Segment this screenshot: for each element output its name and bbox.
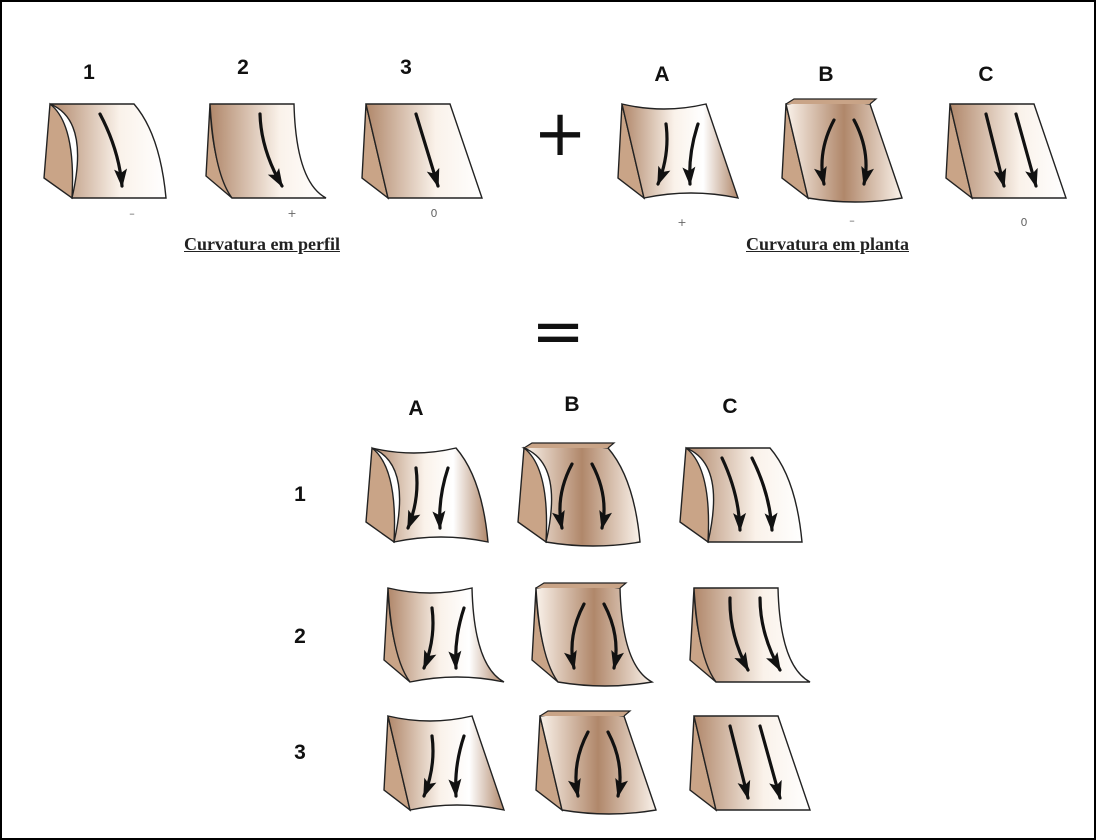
block-plan-divergent — [778, 98, 908, 208]
block-slope-surface — [209, 103, 327, 199]
flow-arrow-head — [114, 168, 128, 188]
profile-sign-2: + — [287, 207, 297, 220]
flow-arrow-head — [611, 650, 624, 670]
flow-arrow-head — [407, 509, 421, 530]
block-slope-surface — [365, 103, 483, 199]
profile-label-2: 2 — [237, 56, 249, 79]
block-slope-surface — [693, 587, 811, 683]
caption-profile-curvature: Curvatura em perfil — [184, 234, 340, 254]
block-profile-convex — [42, 98, 172, 208]
flow-arrow-head — [764, 512, 778, 532]
block-top-face — [785, 98, 878, 105]
matrix-col-label-C: C — [722, 395, 738, 418]
block-slope-surface — [49, 103, 167, 199]
flow-arrow-head — [737, 779, 751, 800]
block-slope-surface — [387, 587, 505, 683]
block-plan-convergent — [614, 98, 744, 208]
flow-arrow-head — [734, 651, 749, 672]
flow-arrow-head — [682, 166, 696, 186]
block-plan-planar — [942, 98, 1072, 208]
profile-label-1: 1 — [83, 61, 95, 84]
flow-arrow-head — [993, 167, 1007, 188]
block-slope-surface — [535, 584, 655, 687]
profile-sign-1: – — [129, 207, 135, 220]
matrix-block-1B — [516, 442, 646, 552]
matrix-block-1A — [364, 442, 494, 552]
matrix-block-2C — [686, 582, 816, 692]
profile-sign-3: 0 — [430, 207, 438, 220]
block-slope-surface — [371, 447, 489, 543]
flow-arrow-head — [657, 165, 671, 186]
flow-arrow-head — [568, 778, 581, 798]
matrix-col-label-A: A — [408, 397, 424, 420]
flow-arrow-head — [1025, 167, 1038, 188]
plan-sign-B: – — [849, 214, 855, 227]
block-slope-surface — [621, 103, 740, 199]
profile-label-3: 3 — [400, 56, 412, 79]
flow-arrow-head — [267, 168, 284, 188]
flow-arrow-head — [423, 649, 437, 670]
flow-arrow-head — [564, 650, 577, 670]
matrix-row-label-3: 3 — [294, 741, 306, 764]
block-top-face — [539, 710, 632, 717]
plan-label-A: A — [654, 63, 670, 86]
matrix-block-3B — [532, 710, 662, 820]
flow-arrow-head — [423, 777, 437, 798]
matrix-row-label-2: 2 — [294, 625, 306, 648]
flow-arrow-head — [733, 512, 747, 532]
block-profile-planar — [358, 98, 488, 208]
block-top-face — [535, 582, 628, 589]
matrix-block-3C — [686, 710, 816, 820]
plan-sign-C: 0 — [1020, 216, 1028, 229]
flow-arrow-head — [448, 650, 462, 670]
flow-arrow-head — [615, 778, 628, 798]
flow-arrow-head — [448, 778, 462, 798]
matrix-block-3A — [380, 710, 510, 820]
block-top-face — [523, 442, 616, 449]
plus-sign: + — [533, 97, 587, 171]
flow-arrow-head — [861, 166, 874, 186]
flow-arrow-head — [426, 167, 440, 188]
plan-sign-A: + — [677, 216, 687, 229]
block-slope-surface — [387, 715, 506, 811]
flow-arrow-head — [552, 510, 565, 530]
plan-label-C: C — [978, 63, 994, 86]
flow-arrow-head — [814, 166, 827, 186]
caption-plan-curvature: Curvatura em planta — [746, 234, 909, 254]
matrix-block-1C — [678, 442, 808, 552]
flow-arrow-head — [432, 510, 446, 530]
flow-arrow-head — [769, 779, 782, 800]
flow-arrow-head — [599, 510, 612, 530]
matrix-row-label-1: 1 — [294, 483, 306, 506]
flow-arrow-head — [766, 651, 781, 672]
matrix-block-2B — [528, 582, 658, 692]
block-profile-concave — [202, 98, 332, 208]
plan-label-B: B — [818, 63, 834, 86]
matrix-col-label-B: B — [564, 393, 580, 416]
matrix-block-2A — [380, 582, 510, 692]
equals-sign: = — [531, 295, 585, 369]
